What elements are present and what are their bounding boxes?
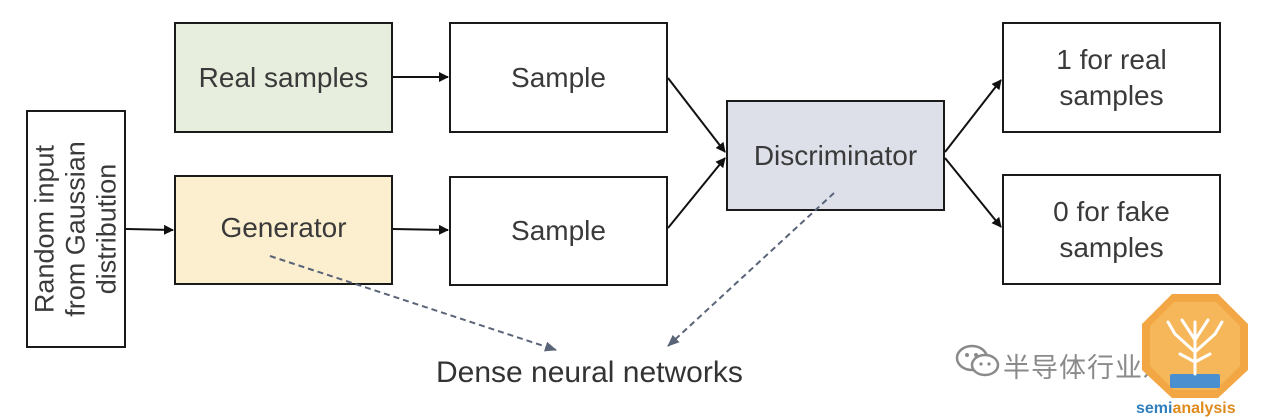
output-real-line-2: samples (1059, 79, 1164, 111)
semianalysis-tree-icon (1142, 294, 1248, 398)
dashed-arrow-discriminator-to-caption (667, 192, 835, 347)
arrow-sample-top-to-discriminator (667, 77, 726, 153)
random-input-box: Random input from Gaussian distribution (26, 110, 126, 348)
arrow-discriminator-to-fake (944, 157, 1002, 228)
output-fake-line-2: samples (1059, 231, 1164, 263)
logo-text-main: semi (1136, 400, 1173, 417)
real-samples-box: Real samples (174, 22, 393, 133)
logo-text-accent: analysis (1172, 400, 1236, 417)
discriminator-box: Discriminator (726, 100, 945, 211)
arrow-discriminator-to-real (944, 79, 1002, 153)
generator-label: Generator (220, 212, 347, 243)
sample-top-box: Sample (449, 22, 668, 133)
output-fake-line-1: 0 for fake (1053, 195, 1170, 227)
output-real-line-1: 1 for real (1056, 43, 1167, 75)
arrow-generator-to-sample (392, 224, 449, 235)
caption-dense-neural-networks: Dense neural networks (436, 356, 743, 389)
discriminator-label: Discriminator (753, 139, 918, 171)
wechat-icon (955, 344, 1000, 377)
sample-bottom-box: Sample (449, 176, 668, 286)
semianalysis-logo-text: semianalysis (1136, 400, 1236, 418)
real-samples-label: Real samples (198, 61, 369, 93)
arrow-input-to-generator (125, 224, 174, 235)
sample-bottom-label: Sample (511, 215, 606, 246)
output-real-box: 1 for real samples (1002, 22, 1221, 133)
generator-box: Generator (174, 175, 393, 285)
dashed-arrow-generator-to-caption (269, 255, 557, 352)
output-fake-box: 0 for fake samples (1002, 174, 1221, 285)
arrow-sample-bottom-to-discriminator (667, 157, 726, 229)
sample-top-label: Sample (511, 61, 606, 93)
